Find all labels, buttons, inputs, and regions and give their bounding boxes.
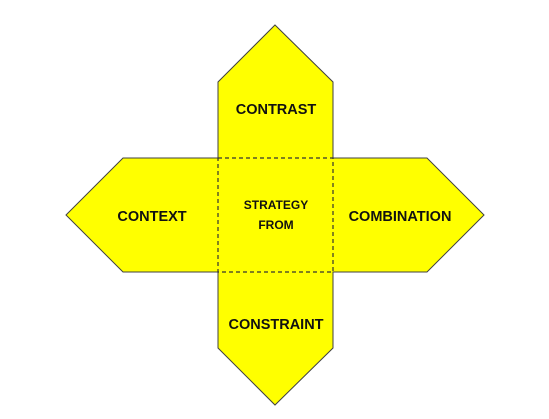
cross-shape <box>65 24 485 406</box>
right-arm-label: COMBINATION <box>349 209 452 225</box>
center-square-outline <box>217 157 334 273</box>
center-label-line1: STRATEGY <box>244 198 308 212</box>
top-arm-label: CONTRAST <box>236 102 317 118</box>
bottom-arm-label: CONSTRAINT <box>228 317 323 333</box>
center-label-line2: FROM <box>258 218 293 232</box>
left-arm-label: CONTEXT <box>117 209 186 225</box>
